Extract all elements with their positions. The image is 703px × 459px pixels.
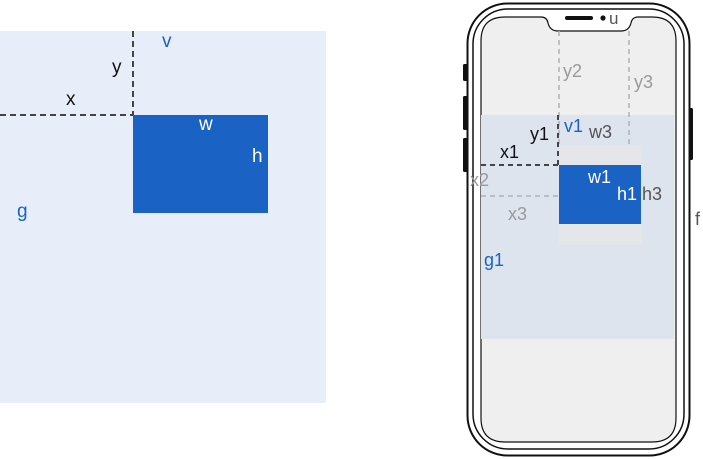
left-label-v: v bbox=[162, 31, 172, 52]
left-label-x: x bbox=[66, 89, 76, 110]
phone-inner-frame bbox=[472, 8, 685, 450]
left-label-w: w bbox=[198, 114, 213, 135]
right-label-h3: h3 bbox=[642, 184, 662, 204]
left-region-g bbox=[0, 31, 326, 403]
left-label-h: h bbox=[252, 146, 263, 167]
right-label-h1: h1 bbox=[617, 184, 637, 204]
right-label-x3: x3 bbox=[508, 204, 527, 224]
right-label-v1: v1 bbox=[564, 116, 583, 136]
right-label-u: u bbox=[609, 9, 618, 28]
right-label-y1: y1 bbox=[530, 124, 549, 144]
right-diagram: u y2 y3 v1 y1 w3 x1 x2 w1 h1 h3 x3 g1 f bbox=[463, 2, 701, 457]
right-label-f: f bbox=[695, 209, 701, 229]
right-label-y2: y2 bbox=[563, 61, 582, 81]
right-label-w1: w1 bbox=[587, 167, 611, 187]
phone-camera bbox=[600, 15, 606, 21]
phone-speaker bbox=[565, 16, 593, 20]
left-label-y: y bbox=[112, 57, 122, 78]
right-label-y3: y3 bbox=[634, 72, 653, 92]
right-label-w3: w3 bbox=[588, 122, 612, 142]
right-label-x2: x2 bbox=[470, 170, 489, 190]
right-label-g1: g1 bbox=[484, 250, 504, 270]
left-diagram: v y x w h g bbox=[0, 31, 326, 403]
left-label-g: g bbox=[17, 201, 28, 222]
left-view-box bbox=[133, 115, 268, 213]
right-label-x1: x1 bbox=[500, 142, 519, 162]
view-box-w1-h1 bbox=[559, 165, 641, 224]
